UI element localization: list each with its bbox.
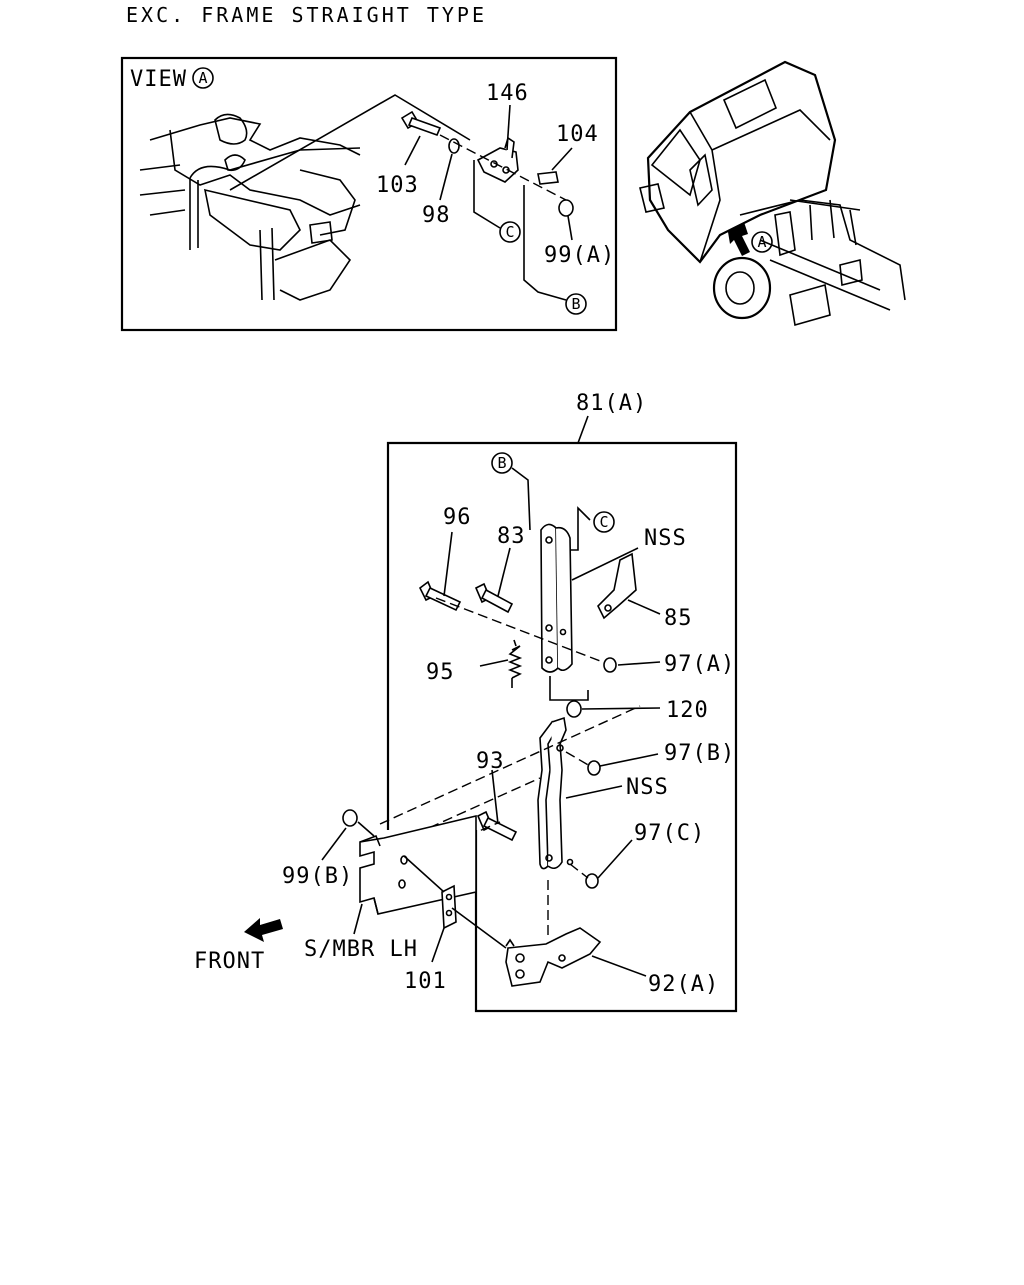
nss-label-2: NSS <box>626 775 669 800</box>
ref-c-circle <box>499 221 521 243</box>
view-a-marker: A <box>198 69 207 87</box>
truck-inset: A <box>639 60 906 327</box>
inset-marker-circle <box>751 231 773 253</box>
main-ref-c: C <box>599 513 608 531</box>
bolt-103 <box>400 110 442 137</box>
plate-101 <box>441 884 457 930</box>
callout-103: 103 <box>376 173 419 198</box>
callout-92a: 92(A) <box>648 972 719 997</box>
upper-link-rod <box>540 523 573 673</box>
callout-120: 120 <box>666 698 709 723</box>
bolt-93 <box>476 810 518 842</box>
nut-99b <box>342 809 358 827</box>
callout-97c: 97(C) <box>634 821 705 846</box>
truck-wheel <box>712 256 772 320</box>
callout-97b: 97(B) <box>664 741 735 766</box>
bracket-92a <box>505 927 602 987</box>
nss-label-1: NSS <box>644 526 687 551</box>
callout-95: 95 <box>426 660 455 685</box>
callout-83: 83 <box>497 524 526 549</box>
view-direction-arrow <box>728 222 750 256</box>
callout-97a: 97(A) <box>664 652 735 677</box>
callout-93: 93 <box>476 749 505 774</box>
callout-101: 101 <box>404 969 447 994</box>
nut-97c <box>585 873 599 889</box>
nut-97a <box>603 657 617 673</box>
engine-frame-sketch <box>139 113 361 301</box>
bracket-85 <box>597 552 637 620</box>
view-a-frame <box>120 56 618 332</box>
callout-98: 98 <box>422 203 451 228</box>
front-label: FRONT <box>194 949 265 974</box>
lower-link-rod <box>537 716 574 870</box>
main-ref-c-circle <box>593 511 615 533</box>
main-ref-b-circle <box>491 452 513 474</box>
washer-98 <box>448 138 460 154</box>
callout-96: 96 <box>443 505 472 530</box>
callout-99b: 99(B) <box>282 864 353 889</box>
ref-b-circle <box>565 293 587 315</box>
main-ref-b: B <box>497 454 506 472</box>
assembly-frame <box>386 441 738 1013</box>
washer-120 <box>566 700 582 718</box>
callout-146: 146 <box>486 81 529 106</box>
callout-99a: 99(A) <box>544 243 615 268</box>
main-assembly: 81(A) B C 96 8 <box>194 391 738 1013</box>
page-title: EXC. FRAME STRAIGHT TYPE <box>126 3 487 27</box>
bolt-96 <box>418 580 462 612</box>
side-member-lh <box>359 814 477 915</box>
inset-view-marker: A <box>757 233 766 251</box>
ref-b-label: B <box>571 295 580 313</box>
bolt-83 <box>474 582 514 614</box>
ref-c-label: C <box>505 223 514 241</box>
spring-95 <box>507 639 523 688</box>
view-a-label: VIEW <box>130 67 187 92</box>
callout-104: 104 <box>556 122 599 147</box>
callout-85: 85 <box>664 606 693 631</box>
view-a-marker-circle <box>192 67 214 89</box>
smbr-label: S/MBR LH <box>304 937 418 962</box>
view-a-panel: VIEW A 103 98 <box>120 56 618 332</box>
nut-97b <box>587 760 601 776</box>
bracket-146 <box>476 136 519 183</box>
assembly-label: 81(A) <box>576 391 647 416</box>
front-arrow-icon <box>244 918 283 942</box>
nut-99a <box>558 199 574 217</box>
bolt-104 <box>537 171 559 185</box>
